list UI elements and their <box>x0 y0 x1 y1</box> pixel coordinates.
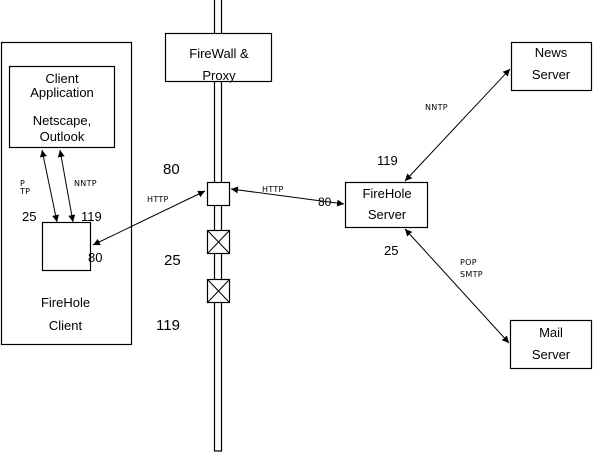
mail-server-box <box>509 319 593 370</box>
mail-link-protocol-label-line1: POP <box>460 258 477 267</box>
mail-server-label-line2: Server <box>532 347 571 362</box>
client-nntp-arrow <box>57 149 76 223</box>
firewall-nntp-port-label: 119 <box>156 317 180 334</box>
http-client-protocol-label: HTTP <box>147 195 169 204</box>
client-application-node: Client Application Netscape, Outlook <box>8 65 116 149</box>
client-application-label-line2: Application <box>30 85 94 100</box>
mail-link-arrow <box>404 228 510 344</box>
client-application-label-line1: Client <box>45 71 79 86</box>
http-server-protocol-label: HTTP <box>262 185 284 194</box>
client-mail-protocol-label-line1: P <box>20 179 25 188</box>
firewall-proxy-node: FireWall & Proxy <box>164 32 273 83</box>
server-http-port-label: 80 <box>318 195 332 209</box>
client-nntp-protocol-label: NNTP <box>74 179 97 188</box>
firehole-client-label-line1: FireHole <box>41 295 90 310</box>
firehole-server-box <box>344 181 429 229</box>
firehole-server-label-line1: FireHole <box>362 186 411 201</box>
news-server-label-line2: Server <box>532 67 571 82</box>
firewall-gate-open-icon <box>206 181 231 207</box>
firehole-server-node: FireHole Server <box>344 181 429 229</box>
server-nntp-port-label: 119 <box>377 153 398 168</box>
mail-server-node: Mail Server <box>509 319 593 370</box>
news-server-node: News Server <box>510 41 593 92</box>
firewall-proxy-label-line1: FireWall & <box>189 46 249 61</box>
client-mail-arrow <box>40 149 59 223</box>
client-nntp-port-label: 119 <box>81 209 102 224</box>
http-client-arrow <box>92 190 206 246</box>
client-application-box <box>8 65 116 149</box>
client-http-port-label: 80 <box>88 250 102 265</box>
mail-link-protocol-label-line2: SMTP <box>460 270 483 279</box>
news-server-label-line1: News <box>535 45 568 60</box>
client-application-label-line3: Netscape, <box>33 113 92 128</box>
mail-server-label-line1: Mail <box>539 325 563 340</box>
news-link-protocol-label: NNTP <box>425 103 448 112</box>
server-smtp-port-label: 25 <box>384 243 398 258</box>
firewall-gate-blocked-icon <box>206 229 231 255</box>
firewall-pole <box>213 0 223 452</box>
client-application-label-line4: Outlook <box>40 129 85 144</box>
firehole-client-label-line2: Client <box>49 318 83 333</box>
firewall-smtp-port-label: 25 <box>164 252 181 269</box>
nntp-news-arrow <box>404 68 511 182</box>
firewall-http-port-label: 80 <box>163 161 180 178</box>
firewall-proxy-box <box>164 32 273 83</box>
firewall-proxy-label-line2: Proxy <box>202 68 236 83</box>
firewall-gate-blocked-icon <box>206 278 231 304</box>
firehole-server-label-line2: Server <box>368 207 407 222</box>
firehole-client-proxy-box <box>41 221 92 272</box>
client-mail-protocol-label-line2: TP <box>19 187 30 196</box>
news-server-box <box>510 41 593 92</box>
client-smtp-port-label: 25 <box>22 209 36 224</box>
http-server-arrow <box>230 186 345 207</box>
